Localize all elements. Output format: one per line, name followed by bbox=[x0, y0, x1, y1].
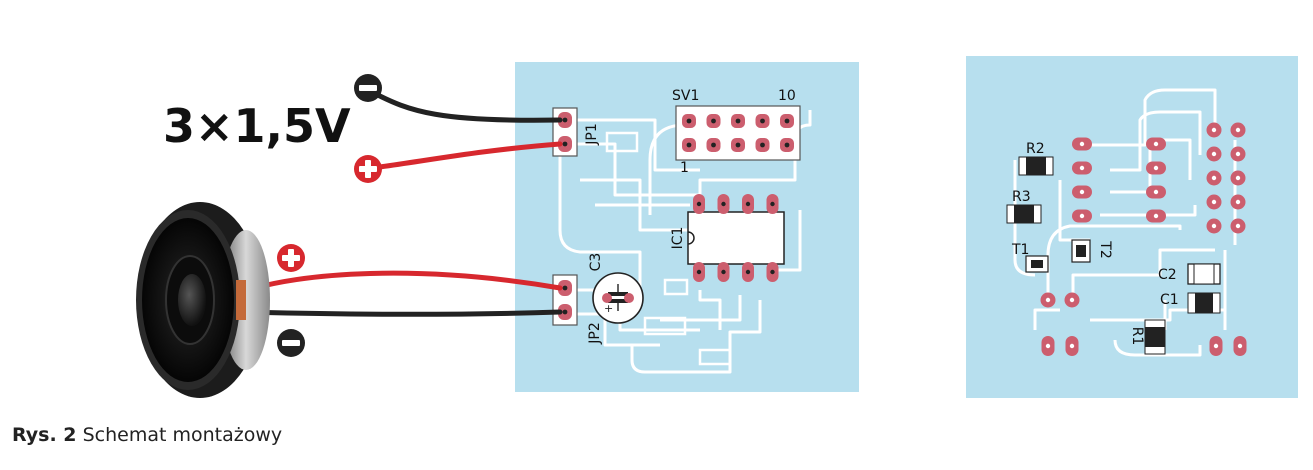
c2-label: C2 bbox=[1158, 267, 1177, 283]
jp1-connector bbox=[552, 107, 578, 157]
speaker-icon bbox=[136, 202, 270, 398]
sv1-pad-hole bbox=[784, 142, 790, 148]
solder-pad-hole bbox=[1069, 343, 1075, 349]
sv1-pad-hole bbox=[711, 142, 716, 148]
battery-plus-badge bbox=[354, 155, 382, 183]
sv1-connector bbox=[675, 105, 801, 161]
solder-pad-hole bbox=[1211, 127, 1217, 133]
sv1-pin10-label: 10 bbox=[778, 88, 796, 104]
r3-label: R3 bbox=[1012, 189, 1031, 205]
ic1-chip bbox=[687, 194, 785, 282]
c1-capacitor bbox=[1187, 292, 1221, 314]
sv1-pad-hole bbox=[784, 118, 790, 124]
solder-pad-hole bbox=[1045, 343, 1051, 349]
t2-transistor bbox=[1071, 239, 1091, 263]
solder-pad-hole bbox=[1069, 297, 1075, 303]
jp2-connector bbox=[552, 274, 578, 326]
jp2-label: JP2 bbox=[587, 322, 603, 344]
solder-pad-hole bbox=[1235, 223, 1241, 229]
battery-positive-wire bbox=[369, 141, 563, 171]
ic1-pin-hole bbox=[721, 201, 726, 207]
solder-pad-hole bbox=[1079, 141, 1085, 147]
pcb-bottom-pads bbox=[1040, 122, 1247, 356]
ic1-pin-hole bbox=[745, 269, 751, 275]
ic1-pin-hole bbox=[721, 269, 726, 275]
ic1-pin-hole bbox=[770, 269, 775, 275]
sv1-label: SV1 bbox=[672, 88, 699, 104]
figure-caption: Rys. 2 Schemat montażowy bbox=[12, 424, 282, 446]
sv1-pad-hole bbox=[735, 142, 741, 148]
r3-resistor bbox=[1006, 204, 1042, 224]
solder-pad-hole bbox=[1153, 189, 1159, 195]
ic1-pin-hole bbox=[745, 201, 751, 207]
solder-pad-hole bbox=[1211, 175, 1217, 181]
t2-label: T2 bbox=[1097, 240, 1113, 258]
battery-negative-wire bbox=[369, 89, 563, 123]
sv1-pad-hole bbox=[686, 118, 692, 124]
solder-pad-hole bbox=[1079, 213, 1085, 219]
speaker-minus-badge bbox=[277, 329, 305, 357]
solder-pad-hole bbox=[1237, 343, 1243, 349]
solder-pad-hole bbox=[1045, 297, 1051, 303]
c3-label: C3 bbox=[588, 253, 604, 272]
solder-pad-hole bbox=[1211, 151, 1217, 157]
t1-transistor bbox=[1025, 255, 1049, 273]
c1-label: C1 bbox=[1160, 292, 1179, 308]
solder-pad-hole bbox=[1079, 189, 1085, 195]
solder-pad-hole bbox=[1235, 151, 1241, 157]
c2-capacitor bbox=[1187, 263, 1221, 285]
solder-pad-hole bbox=[1235, 199, 1241, 205]
solder-pad-hole bbox=[1211, 199, 1217, 205]
svg-text:+: + bbox=[604, 302, 613, 315]
r2-label: R2 bbox=[1026, 141, 1045, 157]
ic1-pin-hole bbox=[696, 201, 702, 207]
battery-voltage-label: 3×1,5V bbox=[163, 99, 351, 153]
speaker-negative-wire bbox=[239, 309, 563, 317]
battery-minus-badge bbox=[354, 74, 382, 102]
sv1-pad-hole bbox=[686, 142, 692, 148]
sv1-pad-hole bbox=[711, 118, 716, 124]
t1-label: T1 bbox=[1011, 242, 1029, 258]
pcb-bottom-view: R2 R3 T1 T2 C2 C1 R1 bbox=[966, 56, 1298, 398]
solder-pad-hole bbox=[1079, 165, 1085, 171]
speaker-plus-badge bbox=[277, 244, 305, 272]
c3-capacitor: + bbox=[592, 272, 644, 324]
ic1-label: IC1 bbox=[670, 227, 686, 250]
solder-pad-hole bbox=[1235, 175, 1241, 181]
ic1-pin-hole bbox=[696, 269, 702, 275]
figure-caption-text: Schemat montażowy bbox=[82, 424, 283, 446]
solder-pad-hole bbox=[1235, 127, 1241, 133]
r1-resistor bbox=[1144, 319, 1166, 355]
solder-pad-hole bbox=[1211, 223, 1217, 229]
sv1-pad-hole bbox=[760, 142, 765, 148]
sv1-pad-hole bbox=[735, 118, 741, 124]
pcb-top-view: JP1 JP2 SV1 10 1 IC1 + bbox=[515, 62, 859, 392]
sv1-pad-hole bbox=[760, 118, 765, 124]
r2-resistor bbox=[1018, 156, 1054, 176]
wires bbox=[239, 89, 563, 317]
speaker-positive-wire bbox=[239, 270, 563, 295]
ic1-pin-hole bbox=[770, 201, 775, 207]
solder-pad-hole bbox=[1153, 165, 1159, 171]
solder-pad-hole bbox=[1153, 213, 1159, 219]
figure-caption-number: Rys. 2 bbox=[12, 424, 77, 446]
r1-label: R1 bbox=[1129, 327, 1145, 346]
pcb-top-copper-blocks bbox=[605, 131, 732, 366]
jp1-label: JP1 bbox=[584, 123, 600, 145]
solder-pad-hole bbox=[1153, 141, 1159, 147]
solder-pad-hole bbox=[1213, 343, 1219, 349]
sv1-pin1-label: 1 bbox=[680, 160, 689, 176]
